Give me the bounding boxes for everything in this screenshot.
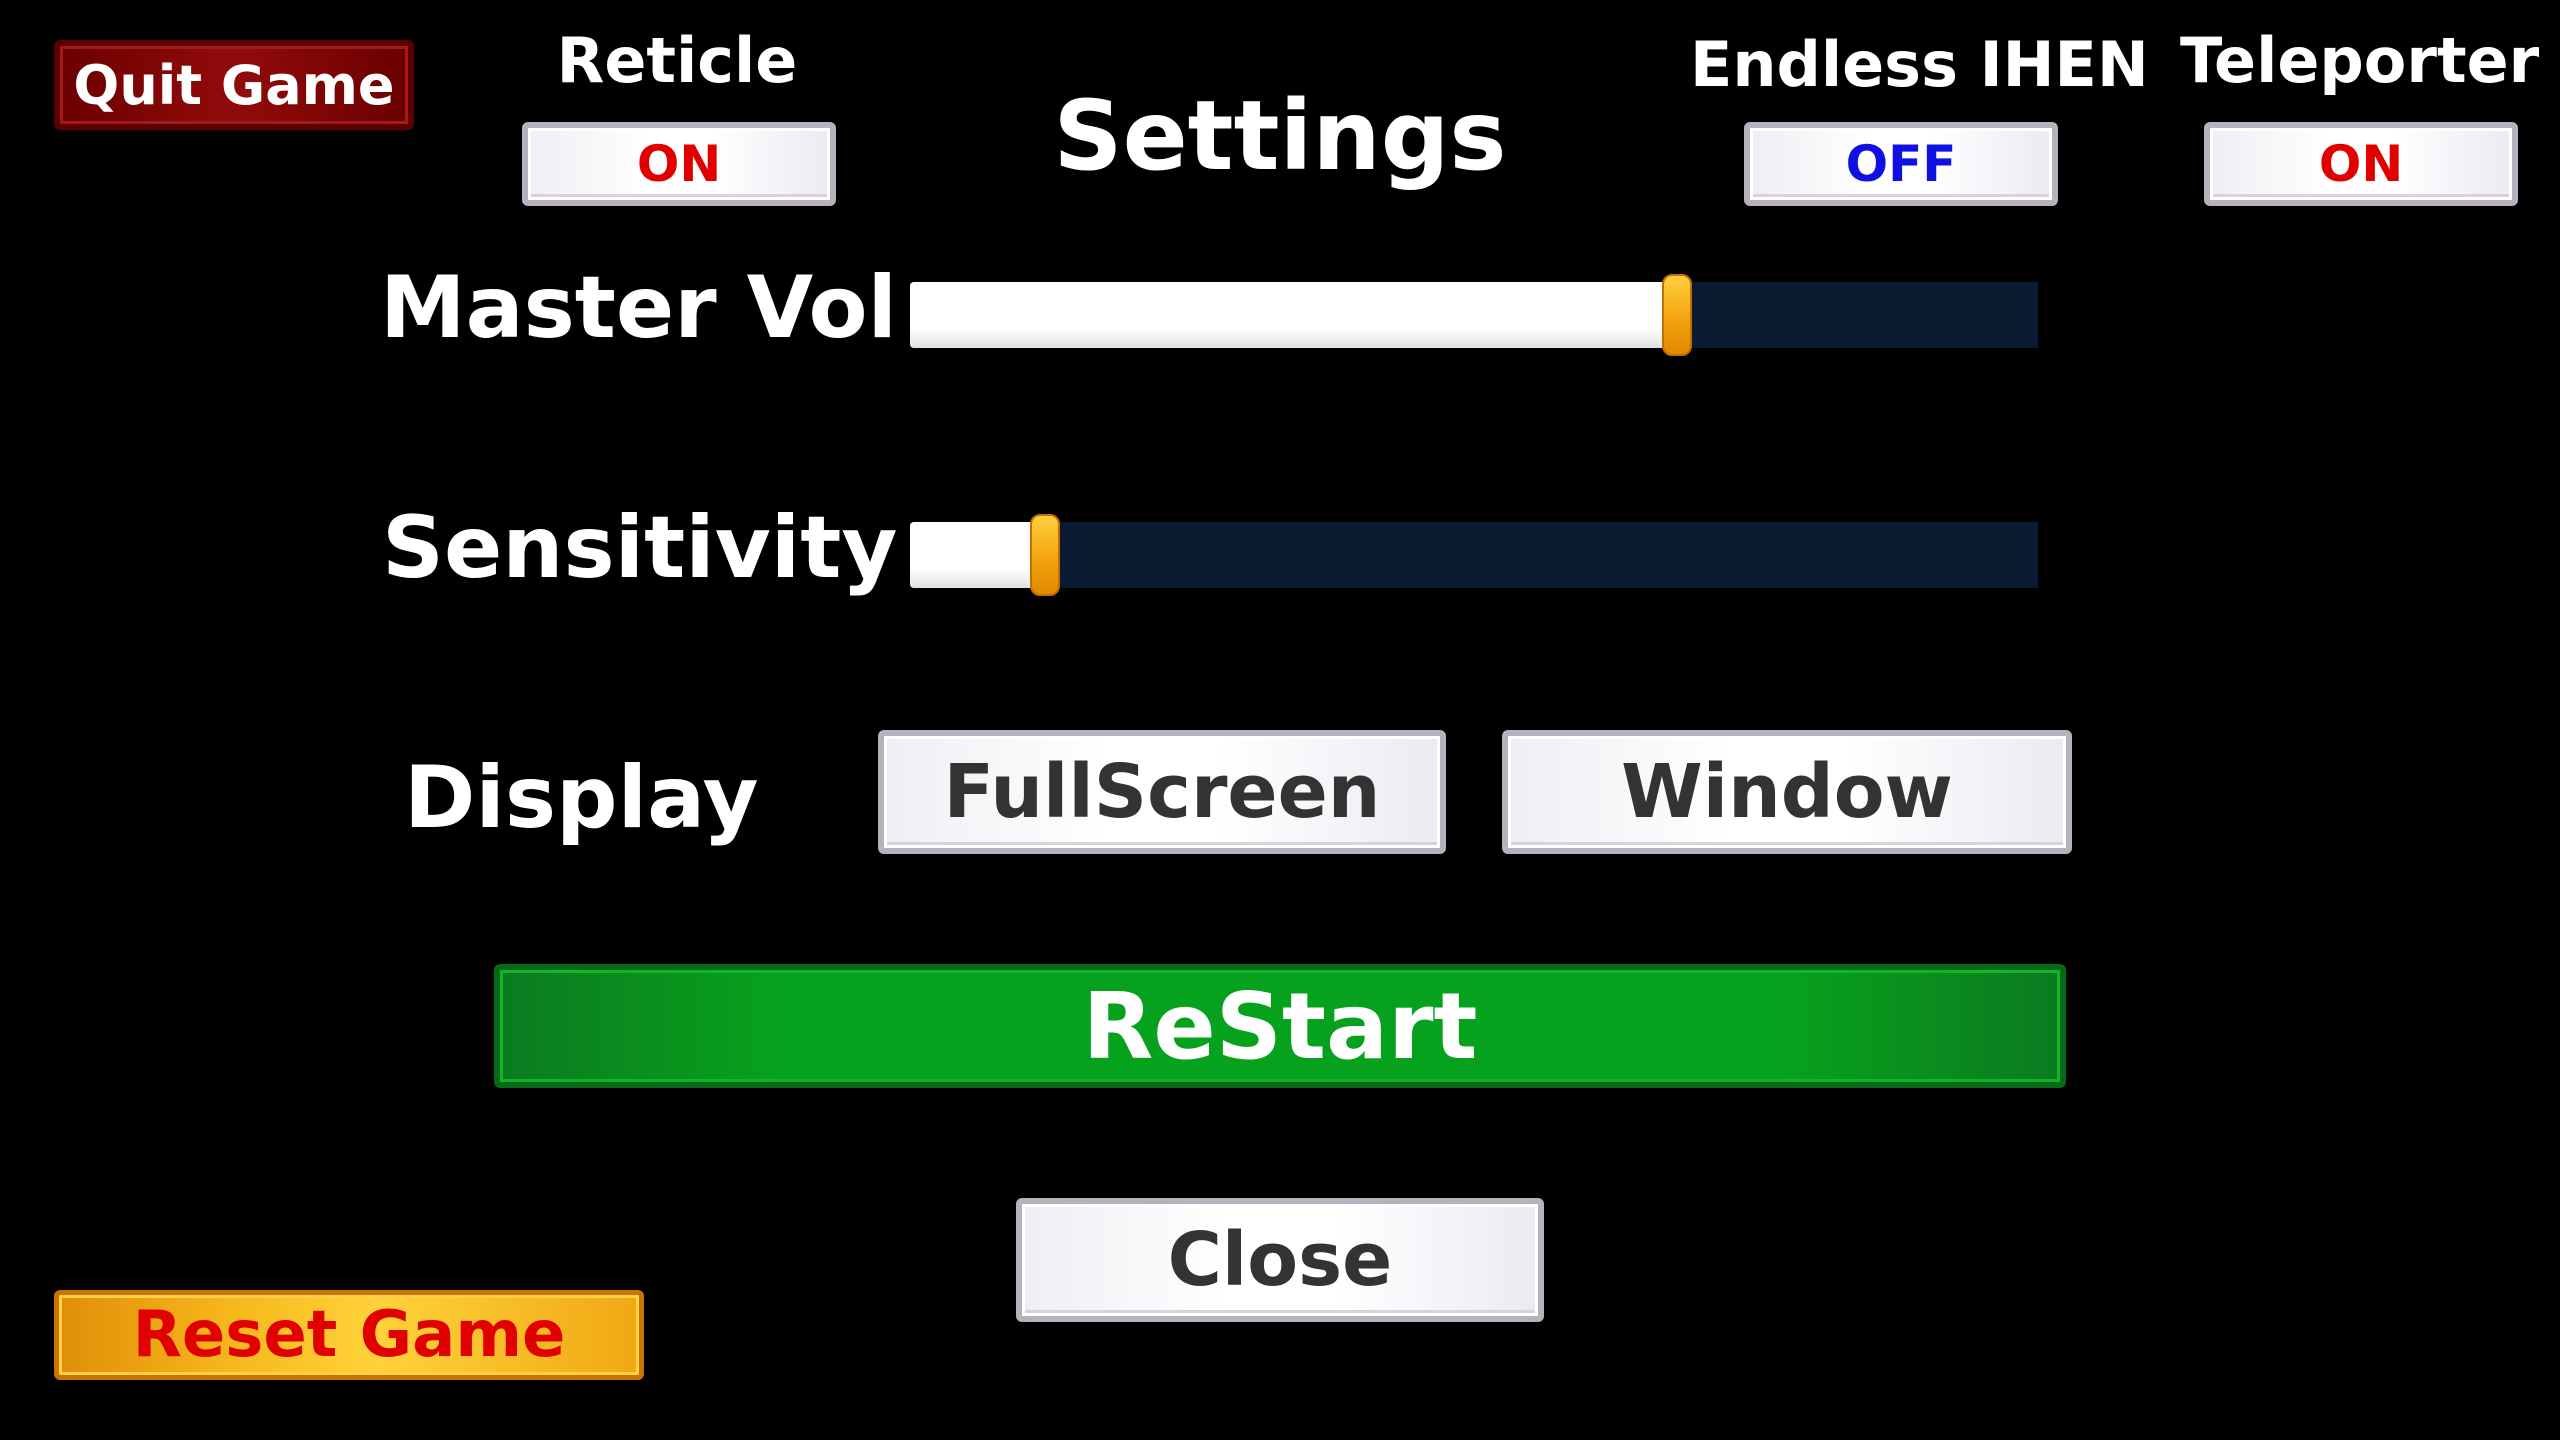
window-button[interactable]: Window	[1502, 730, 2072, 854]
restart-button[interactable]: ReStart	[494, 964, 2066, 1088]
sensitivity-label: Sensitivity	[382, 498, 898, 598]
page-title: Settings	[1053, 80, 1507, 192]
endless-ihen-state: OFF	[1845, 135, 1957, 193]
window-label: Window	[1621, 749, 1953, 835]
fullscreen-button[interactable]: FullScreen	[878, 730, 1446, 854]
display-label: Display	[404, 748, 759, 848]
close-button[interactable]: Close	[1016, 1198, 1544, 1322]
teleporter-state: ON	[2318, 135, 2404, 193]
master-volume-slider[interactable]	[910, 274, 2038, 356]
endless-ihen-toggle[interactable]: OFF	[1744, 122, 2058, 206]
sensitivity-handle[interactable]	[1030, 514, 1060, 596]
reset-game-label: Reset Game	[132, 1298, 566, 1372]
master-volume-label: Master Vol	[380, 258, 898, 358]
restart-label: ReStart	[1082, 972, 1478, 1080]
master-volume-handle[interactable]	[1662, 274, 1692, 356]
sensitivity-fill	[910, 522, 1045, 588]
teleporter-label: Teleporter	[2180, 24, 2540, 97]
sensitivity-slider[interactable]	[910, 514, 2038, 596]
reticle-toggle[interactable]: ON	[522, 122, 836, 206]
quit-game-button[interactable]: Quit Game	[54, 40, 414, 130]
endless-ihen-label: Endless IHEN	[1690, 28, 2149, 101]
quit-game-label: Quit Game	[73, 53, 395, 117]
close-label: Close	[1167, 1217, 1393, 1303]
fullscreen-label: FullScreen	[943, 749, 1381, 835]
reticle-label: Reticle	[556, 24, 798, 97]
reset-game-button[interactable]: Reset Game	[54, 1290, 644, 1380]
teleporter-toggle[interactable]: ON	[2204, 122, 2518, 206]
reticle-state: ON	[636, 135, 722, 193]
master-volume-fill	[910, 282, 1677, 348]
